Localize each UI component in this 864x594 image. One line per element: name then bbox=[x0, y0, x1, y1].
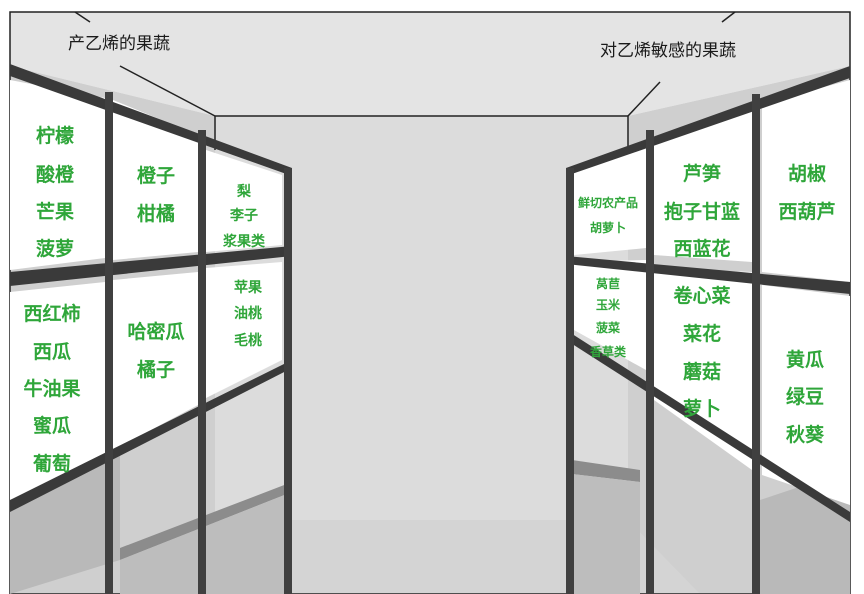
label: 芒果 bbox=[36, 200, 74, 223]
label: 胡椒 bbox=[788, 162, 826, 185]
right-bottom-panel-3 bbox=[762, 285, 850, 505]
left-shelf bbox=[10, 64, 292, 594]
left-top-panel-2 bbox=[113, 100, 198, 260]
back-wall bbox=[215, 116, 628, 594]
left-top-panel-1 bbox=[10, 80, 105, 270]
label: 浆果类 bbox=[223, 233, 266, 250]
right-top-panel-2 bbox=[654, 110, 752, 262]
label: 胡萝卜 bbox=[590, 220, 626, 235]
label: 橘子 bbox=[136, 358, 175, 381]
right-lower-board bbox=[572, 460, 640, 482]
right-top-panel-1 bbox=[574, 142, 646, 255]
left-bottom-panel-1 bbox=[10, 282, 105, 500]
right-shelf bbox=[566, 66, 850, 594]
right-shelf-title: 对乙烯敏感的果蔬 bbox=[600, 41, 736, 61]
left-bottom-panel-3 bbox=[206, 262, 282, 398]
ceiling bbox=[10, 12, 850, 116]
left-shelf-title: 产乙烯的果蔬 bbox=[68, 34, 170, 54]
label: 抱子甘蓝 bbox=[664, 200, 740, 223]
right-bottom-panel-1 bbox=[574, 260, 646, 370]
label: 柠檬 bbox=[36, 124, 74, 147]
label: 菠菜 bbox=[596, 320, 620, 335]
label: 橙子 bbox=[137, 164, 175, 187]
label: 葡萄 bbox=[33, 452, 71, 475]
label: 萝卜 bbox=[683, 398, 721, 420]
label: 玉米 bbox=[596, 297, 621, 312]
label: 李子 bbox=[229, 207, 258, 224]
label: 柑橘 bbox=[137, 202, 175, 225]
label: 梨 bbox=[236, 183, 252, 200]
right-top-panel-3 bbox=[762, 80, 850, 282]
label: 酸橙 bbox=[36, 163, 75, 186]
label: 芦笋 bbox=[683, 162, 721, 185]
label: 菠萝 bbox=[36, 237, 74, 260]
label: 绿豆 bbox=[786, 385, 824, 408]
label: 卷心菜 bbox=[672, 284, 730, 307]
label: 油桃 bbox=[234, 305, 262, 322]
label: 西葫芦 bbox=[778, 200, 835, 223]
right-labels: 鲜切农产品 胡萝卜 芦笋 抱子甘蓝 西蓝花 胡椒 西葫芦 莴苣 玉米 菠菜 香草… bbox=[578, 162, 836, 446]
label: 毛桃 bbox=[234, 332, 262, 349]
label: 菜花 bbox=[682, 322, 721, 345]
label: 西瓜 bbox=[33, 341, 71, 363]
label: 鲜切农产品 bbox=[578, 195, 638, 210]
label: 哈密瓜 bbox=[127, 320, 184, 343]
label: 蘑菇 bbox=[683, 360, 721, 383]
label: 香草类 bbox=[589, 344, 627, 359]
left-labels: 柠檬 酸橙 芒果 菠萝 橙子 柑橘 梨 李子 浆果类 西红柿 西瓜 牛油果 蜜瓜… bbox=[23, 124, 266, 475]
label: 牛油果 bbox=[23, 377, 80, 400]
label: 苹果 bbox=[234, 279, 263, 296]
label: 西红柿 bbox=[23, 302, 80, 325]
left-top-panel-3 bbox=[206, 150, 282, 252]
right-bottom-panel-2 bbox=[654, 268, 752, 470]
label: 秋葵 bbox=[786, 423, 825, 446]
label: 黄瓜 bbox=[786, 348, 824, 371]
label: 西蓝花 bbox=[673, 237, 730, 260]
label: 蜜瓜 bbox=[33, 414, 71, 437]
label: 莴苣 bbox=[596, 276, 620, 291]
left-bottom-panel-2 bbox=[113, 272, 198, 450]
